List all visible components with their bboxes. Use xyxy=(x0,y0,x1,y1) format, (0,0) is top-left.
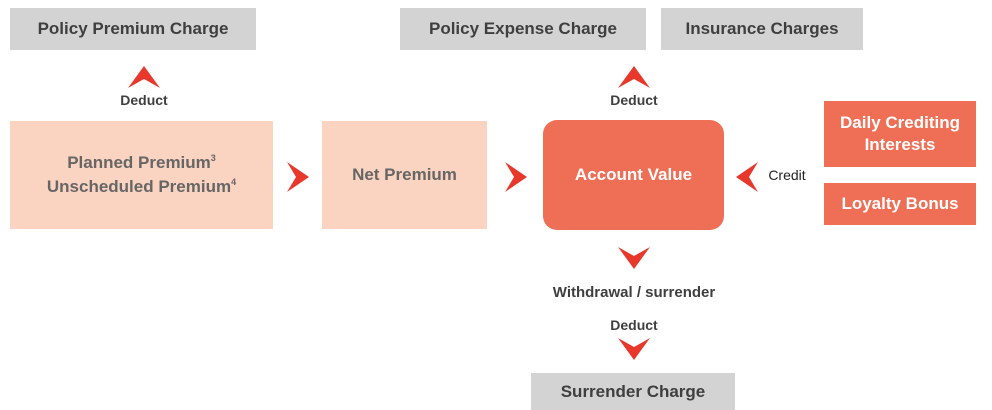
account-value-box: Account Value xyxy=(543,120,724,230)
daily-crediting-interests-box: Daily Crediting Interests xyxy=(824,101,976,167)
planned-premium-line: Planned Premium3 xyxy=(67,151,216,175)
chevron-left-icon xyxy=(736,162,758,192)
deduct-label-left: Deduct xyxy=(120,92,168,108)
policy-expense-charge-box: Policy Expense Charge xyxy=(400,8,646,50)
insurance-charges-label: Insurance Charges xyxy=(685,19,839,38)
loyalty-bonus-label: Loyalty Bonus xyxy=(841,194,959,213)
unscheduled-premium-text: Unscheduled Premium xyxy=(46,177,232,196)
surrender-charge-label: Surrender Charge xyxy=(560,381,706,401)
policy-premium-charge-label: Policy Premium Charge xyxy=(37,19,229,38)
net-premium-label: Net Premium xyxy=(352,165,457,184)
loyalty-bonus-box: Loyalty Bonus xyxy=(824,183,976,225)
unscheduled-premium-line: Unscheduled Premium4 xyxy=(47,175,236,199)
chevron-right-icon xyxy=(287,162,309,192)
credit-label: Credit xyxy=(768,167,806,183)
planned-premium-text: Planned Premium xyxy=(67,153,211,172)
daily-crediting-line1: Daily Crediting xyxy=(840,113,960,132)
withdrawal-surrender-label: Withdrawal / surrender xyxy=(552,284,716,301)
chevron-up-icon xyxy=(128,66,160,88)
net-premium-box: Net Premium xyxy=(322,121,487,229)
policy-expense-charge-label: Policy Expense Charge xyxy=(428,19,618,38)
insurance-charges-box: Insurance Charges xyxy=(661,8,863,50)
account-value-label: Account Value xyxy=(574,165,693,184)
chevron-down-icon xyxy=(618,338,650,360)
chevron-down-icon xyxy=(618,247,650,269)
unscheduled-premium-footnote: 4 xyxy=(231,177,237,187)
planned-premium-footnote: 3 xyxy=(210,153,216,163)
surrender-charge-box: Surrender Charge xyxy=(531,373,735,410)
chevron-up-icon xyxy=(618,66,650,88)
policy-premium-charge-box: Policy Premium Charge xyxy=(10,8,256,50)
deduct-label-bottom: Deduct xyxy=(610,317,658,333)
premium-box: Planned Premium3 Unscheduled Premium4 xyxy=(10,121,273,229)
deduct-label-mid: Deduct xyxy=(610,92,658,108)
daily-crediting-line2: Interests xyxy=(864,135,936,154)
chevron-right-icon xyxy=(505,162,527,192)
